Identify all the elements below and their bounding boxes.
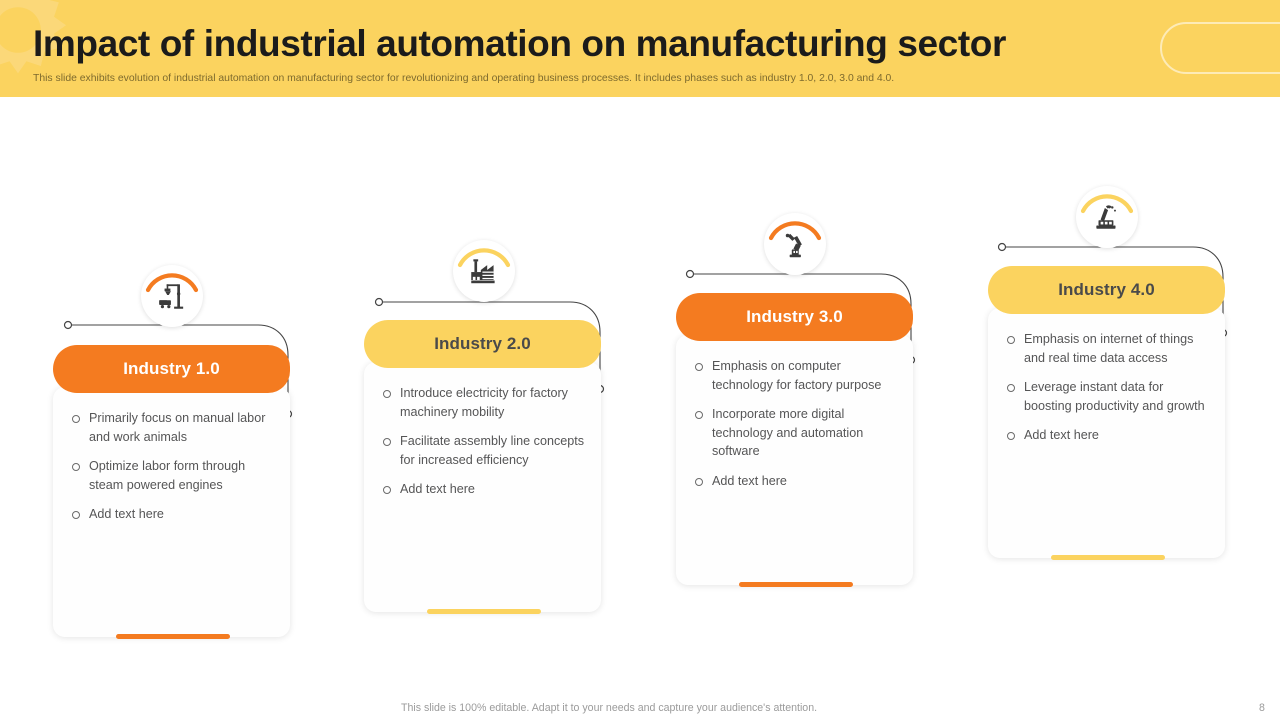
- list-item: Facilitate assembly line concepts for in…: [378, 432, 587, 469]
- card-accent-bar: [1051, 555, 1165, 560]
- list-item: Add text here: [67, 505, 276, 524]
- icon-badge: [1076, 186, 1138, 248]
- card-header-industry-4[interactable]: Industry 4.0: [988, 266, 1225, 314]
- gear-icon: [0, 0, 66, 74]
- bullet-list: Primarily focus on manual labor and work…: [67, 409, 276, 524]
- card-accent-bar: [739, 582, 853, 587]
- icon-badge: [453, 240, 515, 302]
- list-item: Primarily focus on manual labor and work…: [67, 409, 276, 446]
- card-accent-bar: [116, 634, 230, 639]
- crane-hoist-icon: [159, 284, 184, 309]
- card-title: Industry 3.0: [746, 307, 843, 326]
- card-header-industry-1[interactable]: Industry 1.0: [53, 345, 290, 393]
- icon-badge: [764, 213, 826, 275]
- list-item: Optimize labor form through steam powere…: [67, 457, 276, 494]
- factory-icon: [471, 259, 495, 284]
- bullet-list: Emphasis on internet of things and real …: [1002, 330, 1211, 445]
- robot-arm-icon: [785, 233, 802, 258]
- card-body-industry-3: Emphasis on computer technology for fact…: [676, 335, 913, 585]
- list-item: Emphasis on internet of things and real …: [1002, 330, 1211, 367]
- card-body-industry-1: Primarily focus on manual labor and work…: [53, 387, 290, 637]
- bullet-list: Emphasis on computer technology for fact…: [690, 357, 899, 490]
- card-title: Industry 4.0: [1058, 280, 1155, 299]
- card-body-industry-2: Introduce electricity for factory machin…: [364, 362, 601, 612]
- slide-header: Impact of industrial automation on manuf…: [0, 0, 1280, 97]
- card-title: Industry 1.0: [123, 359, 220, 378]
- card-header-industry-2[interactable]: Industry 2.0: [364, 320, 601, 368]
- list-item: Incorporate more digital technology and …: [690, 405, 899, 461]
- header-pill-decoration: [1160, 22, 1280, 74]
- smart-factory-icon: [1096, 205, 1116, 229]
- page-subtitle: This slide exhibits evolution of industr…: [33, 73, 895, 84]
- card-title: Industry 2.0: [434, 334, 531, 353]
- bullet-list: Introduce electricity for factory machin…: [378, 384, 587, 499]
- timeline-stage: Industry 1.0 Primarily focus on manual l…: [0, 97, 1280, 672]
- card-header-industry-3[interactable]: Industry 3.0: [676, 293, 913, 341]
- list-item: Add text here: [1002, 426, 1211, 445]
- list-item: Leverage instant data for boosting produ…: [1002, 378, 1211, 415]
- list-item: Emphasis on computer technology for fact…: [690, 357, 899, 394]
- list-item: Add text here: [690, 472, 899, 491]
- page-title: Impact of industrial automation on manuf…: [33, 23, 1006, 64]
- icon-badge: [141, 265, 203, 327]
- footer-note: This slide is 100% editable. Adapt it to…: [401, 702, 818, 714]
- list-item: Introduce electricity for factory machin…: [378, 384, 587, 421]
- list-item: Add text here: [378, 480, 587, 499]
- card-accent-bar: [427, 609, 541, 614]
- card-body-industry-4: Emphasis on internet of things and real …: [988, 308, 1225, 558]
- page-number: 8: [1259, 702, 1265, 714]
